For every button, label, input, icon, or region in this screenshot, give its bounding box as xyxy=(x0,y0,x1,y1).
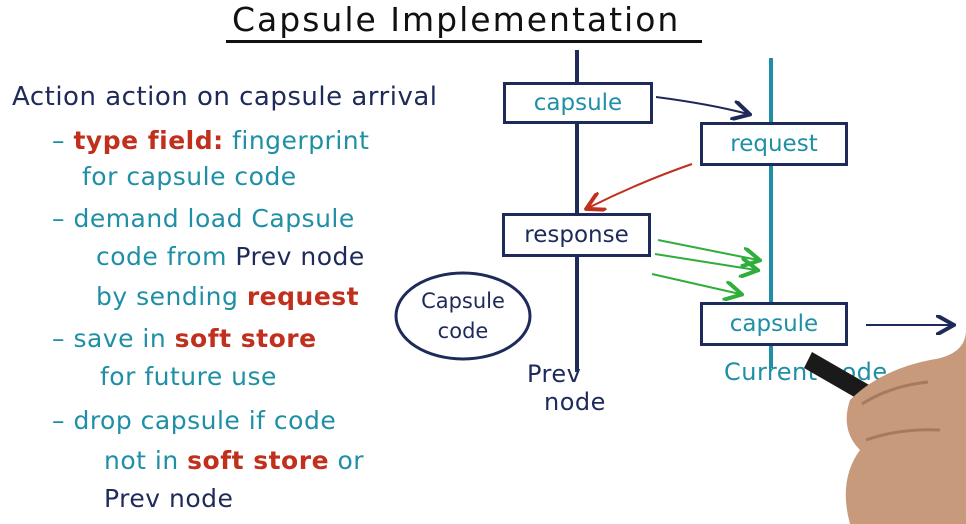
bullet-1-line-2: for capsule code xyxy=(82,162,297,191)
bullet-2-line-3-b: request xyxy=(246,282,360,311)
title-underline xyxy=(226,40,702,43)
bullet-dash: – xyxy=(52,126,65,155)
request-box: request xyxy=(700,122,848,166)
bullet-3-line-1-b: soft store xyxy=(174,324,317,353)
bullet-4-line-1: – drop capsule if code xyxy=(52,406,336,435)
bullet-1-line-1: – type field: fingerprint xyxy=(52,126,369,155)
bullet-3-line-2: for future use xyxy=(100,362,277,391)
green-arrow-1 xyxy=(657,239,758,260)
green-arrow-3 xyxy=(651,273,740,294)
bullet-1-red-text: type field: xyxy=(73,126,224,155)
bullet-dash: – xyxy=(52,204,65,233)
green-arrow-2 xyxy=(654,253,756,270)
prev-node-label-line-1: Prev xyxy=(527,360,582,388)
capsule-code-line-2: code xyxy=(437,319,489,343)
heading: Action action on capsule arrival xyxy=(12,82,438,112)
bullet-dash: – xyxy=(52,406,65,435)
capsule-to-request-arrow xyxy=(655,96,748,114)
capsule-box-prev: capsule xyxy=(503,82,653,124)
bullet-2-line-2-a: code from xyxy=(96,242,236,271)
capsule-code-line-1: Capsule xyxy=(421,289,505,313)
response-box: response xyxy=(502,213,651,257)
bullet-2-text: demand load Capsule xyxy=(73,204,355,233)
bullet-4-line-2-b: soft store xyxy=(187,446,330,475)
bullet-3-line-1: – save in soft store xyxy=(52,324,317,353)
bullet-2-line-3-a: by sending xyxy=(96,282,247,311)
bullet-4-line-2-c: or xyxy=(329,446,365,475)
bullet-1-teal-text: fingerprint xyxy=(223,126,370,155)
bullet-4-text: drop capsule if code xyxy=(73,406,337,435)
prev-node-label-line-2: node xyxy=(544,388,606,416)
page-title: Capsule Implementation xyxy=(232,0,681,39)
bullet-2-line-3: by sending request xyxy=(96,282,359,311)
capsule-code-label: Capsule code xyxy=(400,286,526,346)
bullet-4-line-3: Prev node xyxy=(104,484,234,513)
bullet-2-line-1: – demand load Capsule xyxy=(52,204,355,233)
bullet-4-line-2: not in soft store or xyxy=(104,446,364,475)
capsule-box-current: capsule xyxy=(700,302,848,346)
capsule-code-ellipse xyxy=(394,271,532,361)
bullet-2-line-2: code from Prev node xyxy=(96,242,365,271)
bullet-4-line-2-a: not in xyxy=(104,446,188,475)
bullet-2-line-2-b: Prev node xyxy=(235,242,365,271)
bullet-dash: – xyxy=(52,324,65,353)
request-to-response-arrow xyxy=(588,163,693,208)
bullet-3-line-1-a: save in xyxy=(73,324,175,353)
